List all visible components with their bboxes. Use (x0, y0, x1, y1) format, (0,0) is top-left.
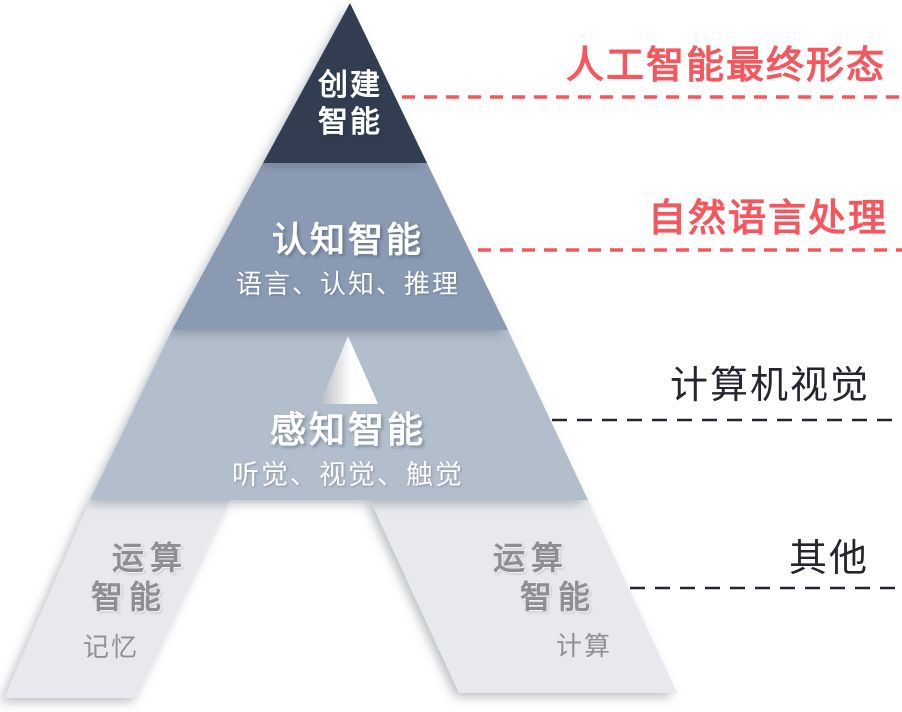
leg-right-subtitle: 计算 (556, 631, 613, 661)
a-counter-cutout (320, 336, 378, 404)
level3-band-shape (90, 330, 588, 500)
level3-subtitle: 听觉、视觉、触觉 (232, 460, 464, 490)
level1-band-shape (263, 3, 427, 163)
annotation-level3: 计算机视觉 (669, 365, 870, 407)
leg-right-shape (370, 500, 677, 693)
annotation-level1: 人工智能最终形态 (565, 45, 886, 87)
level3-title: 感知智能 (269, 409, 426, 450)
leg-right-title-line1: 运算 (493, 540, 570, 576)
annotation-level4: 其他 (788, 538, 869, 580)
leg-left-subtitle: 记忆 (83, 632, 140, 662)
leg-right-title-line2: 智能 (520, 579, 597, 615)
level1-title: 创建 智能 (318, 69, 382, 139)
leg-left-title-line1: 运算 (112, 540, 189, 576)
level2-subtitle: 语言、认知、推理 (235, 269, 460, 299)
leg-left-shape (4, 500, 230, 698)
annotation-level2: 自然语言处理 (647, 198, 888, 240)
leg-left-title-line2: 智能 (91, 579, 168, 615)
level2-title: 认知智能 (271, 221, 424, 260)
level2-band-shape (172, 163, 508, 330)
